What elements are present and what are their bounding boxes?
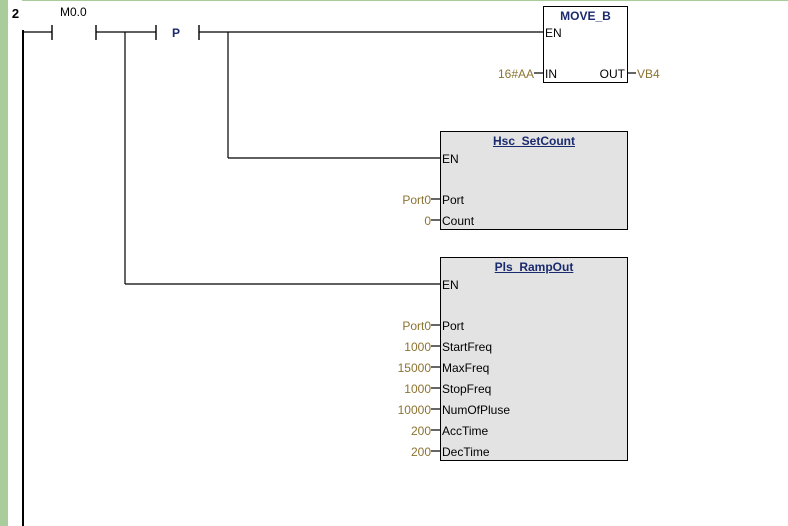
move-b-out-operand[interactable]: VB4	[637, 67, 660, 81]
pls-port-pin: Port	[442, 319, 465, 333]
hsc-count-operand[interactable]: 0	[424, 214, 431, 228]
pls-port-operand[interactable]: Port0	[402, 319, 431, 333]
move-b-block[interactable]: MOVE_B EN IN OUT	[543, 6, 628, 83]
pls-numofpluse-operand[interactable]: 10000	[397, 403, 431, 417]
pls-maxfreq-operand[interactable]: 15000	[397, 361, 431, 375]
move-b-in-operand[interactable]: 16#AA	[497, 67, 534, 81]
pls-acctime-pin: AccTime	[442, 424, 489, 438]
rung-separator	[22, 0, 788, 1]
pls-startfreq-operand[interactable]: 1000	[404, 340, 431, 354]
hsc-setcount-block[interactable]: Hsc_SetCount EN Port Count	[440, 131, 628, 230]
pls-dectime-pin: DecTime	[442, 445, 490, 459]
pls-acctime-operand[interactable]: 200	[410, 424, 431, 438]
move-b-title: MOVE_B	[560, 9, 611, 23]
hsc-setcount-title: Hsc_SetCount	[492, 134, 575, 148]
pls-maxfreq-pin: MaxFreq	[442, 361, 490, 375]
pls-en-pin: EN	[442, 278, 459, 292]
pls-stopfreq-pin: StopFreq	[442, 382, 492, 396]
pls-rampout-title: Pls_RampOut	[494, 260, 574, 274]
pls-numofpluse-pin: NumOfPluse	[442, 403, 511, 417]
pls-startfreq-pin: StartFreq	[442, 340, 493, 354]
hsc-port-pin: Port	[442, 193, 465, 207]
contact-p-label[interactable]: P	[172, 26, 181, 40]
pls-dectime-operand[interactable]: 200	[410, 445, 431, 459]
hsc-count-pin: Count	[442, 214, 475, 228]
hsc-en-pin: EN	[442, 152, 459, 166]
pls-rampout-block[interactable]: Pls_RampOut EN Port StartFreq MaxFreq St…	[440, 257, 628, 461]
pls-stopfreq-operand[interactable]: 1000	[404, 382, 431, 396]
move-b-out-pin: OUT	[599, 67, 625, 81]
rung-gutter-stripe	[0, 0, 8, 526]
hsc-port-operand[interactable]: Port0	[402, 193, 431, 207]
power-rail	[22, 30, 24, 526]
move-b-in-pin: IN	[545, 67, 557, 81]
contact-m00-label[interactable]: M0.0	[60, 5, 87, 19]
move-b-en-pin: EN	[545, 26, 562, 40]
rung-number[interactable]: 2	[11, 6, 20, 21]
